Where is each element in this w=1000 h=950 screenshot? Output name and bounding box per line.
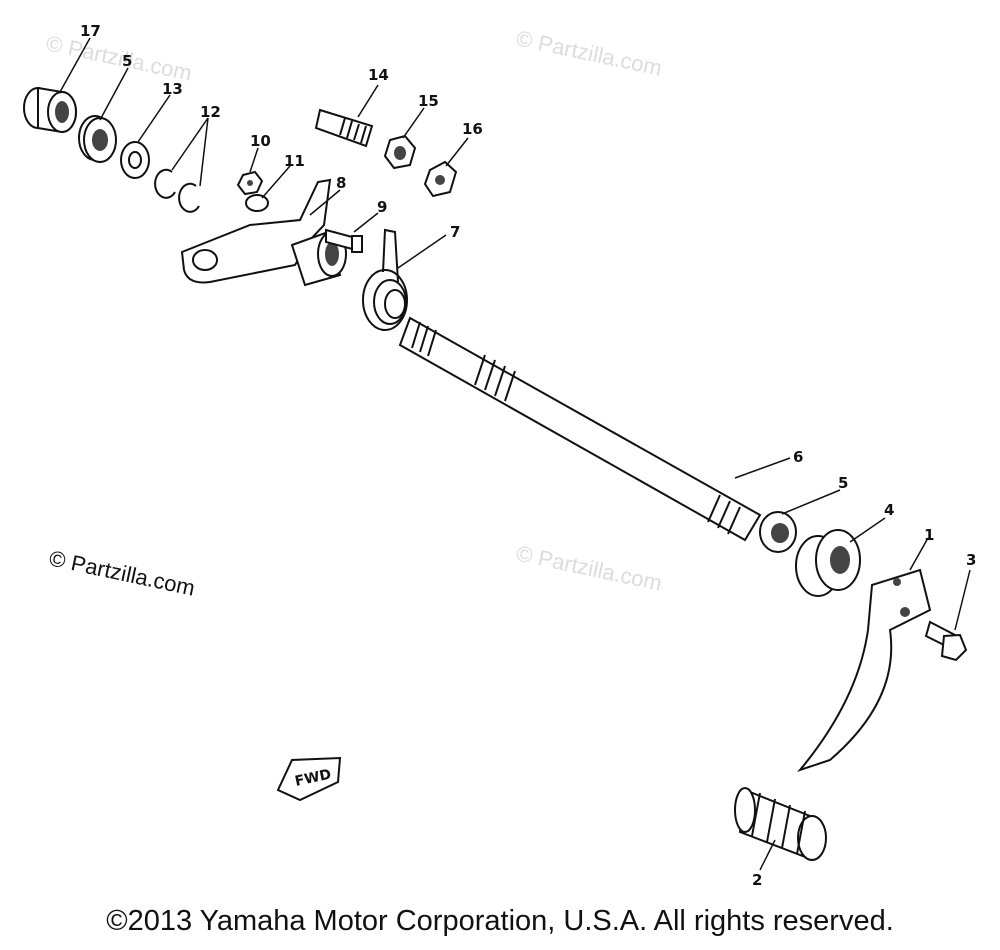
part-7-spring bbox=[362, 228, 408, 331]
label-part-10: 10 bbox=[250, 132, 271, 150]
leader-lines bbox=[59, 37, 971, 871]
part-5-bearing-top bbox=[78, 115, 117, 163]
label-part-6: 6 bbox=[793, 448, 803, 466]
part-12-clips bbox=[154, 168, 200, 213]
part-15-nut bbox=[383, 134, 417, 170]
label-part-11: 11 bbox=[284, 152, 305, 170]
label-part-16: 16 bbox=[462, 120, 483, 138]
part-11-washer bbox=[245, 194, 269, 212]
part-1-shift-pedal bbox=[797, 568, 932, 773]
part-17-cap bbox=[23, 86, 77, 134]
watermark-faint-middle: © Partzilla.com bbox=[514, 540, 664, 595]
watermark-faint-top-center: © Partzilla.com bbox=[514, 25, 664, 80]
part-14-bolt bbox=[314, 108, 374, 148]
part-13-washer bbox=[120, 141, 150, 179]
label-part-12: 12 bbox=[200, 103, 221, 121]
label-part-8: 8 bbox=[336, 174, 346, 192]
part-5-bearing-bottom bbox=[759, 511, 797, 553]
watermark-faint-top-left: © Partzilla.com bbox=[44, 30, 194, 85]
part-16-washer bbox=[423, 160, 458, 198]
label-part-13: 13 bbox=[162, 80, 183, 98]
part-2-footpeg-rubber bbox=[734, 787, 827, 861]
fwd-direction-marker: FWD bbox=[276, 756, 342, 802]
fwd-label: FWD bbox=[294, 767, 333, 790]
label-part-2: 2 bbox=[752, 871, 762, 889]
label-part-5-bottom: 5 bbox=[838, 474, 848, 492]
label-part-5-top: 5 bbox=[122, 52, 132, 70]
part-4-seal bbox=[795, 529, 861, 597]
label-part-3: 3 bbox=[966, 551, 976, 569]
part-9-bolt bbox=[325, 228, 363, 253]
part-10-nut bbox=[236, 170, 264, 196]
label-part-1: 1 bbox=[924, 526, 934, 544]
label-part-9: 9 bbox=[377, 198, 387, 216]
label-part-7: 7 bbox=[450, 223, 460, 241]
copyright-notice: ©2013 Yamaha Motor Corporation, U.S.A. A… bbox=[106, 905, 894, 937]
watermark-left: © Partzilla.com bbox=[47, 545, 197, 600]
part-6-shaft bbox=[398, 316, 762, 542]
label-part-17: 17 bbox=[80, 22, 101, 40]
label-part-14: 14 bbox=[368, 66, 389, 84]
part-3-bolt bbox=[924, 620, 968, 662]
label-part-15: 15 bbox=[418, 92, 439, 110]
label-part-4: 4 bbox=[884, 501, 894, 519]
